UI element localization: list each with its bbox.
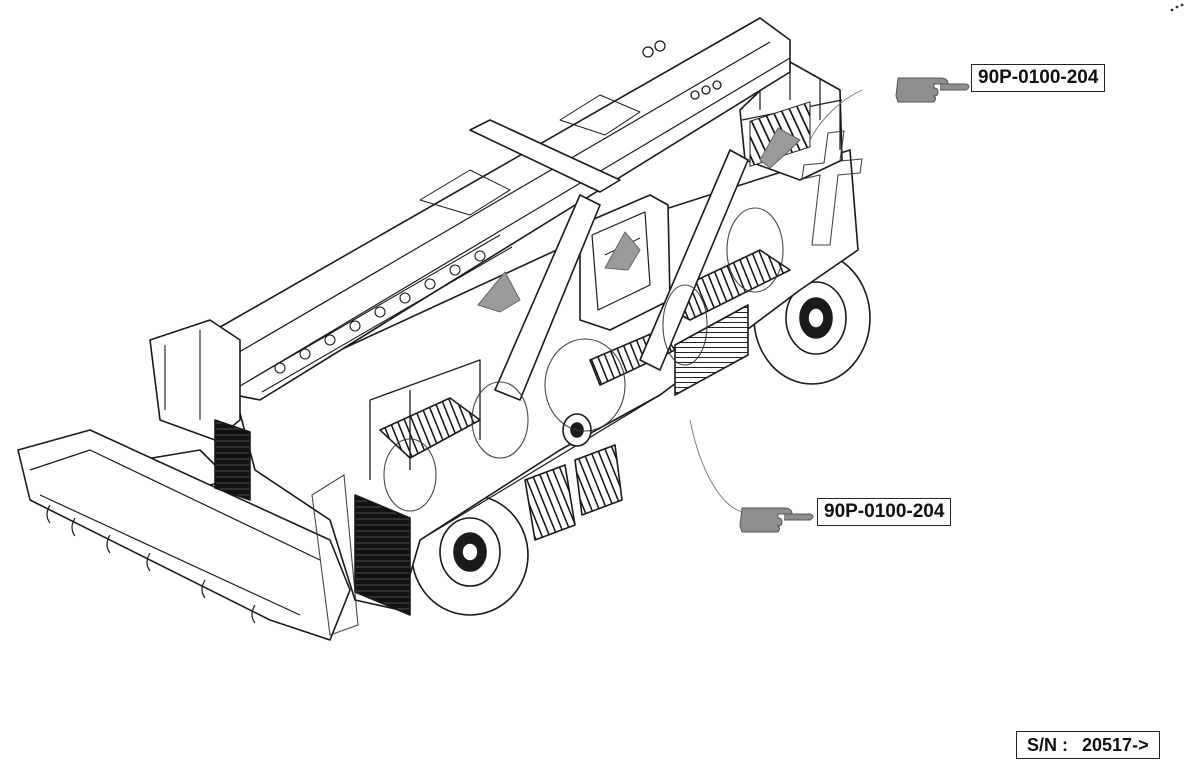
pointing-hand-icon: [895, 77, 970, 103]
serial-value: 20517->: [1082, 735, 1149, 755]
part-number-callout-top: 90P-0100-204: [971, 64, 1106, 92]
counterweight-grille-left: [214, 419, 251, 501]
cable-chain: [249, 234, 513, 393]
pointing-hand-icon: [739, 507, 814, 533]
part-number-callout-bottom: 90P-0100-204: [817, 498, 952, 526]
walkway-railing: [369, 359, 481, 480]
serial-number-box: S/N : 20517->: [1016, 731, 1160, 759]
boom-holes: [642, 40, 722, 100]
access-steps: [524, 444, 623, 541]
lifting-arrows: [477, 127, 801, 313]
registration-mark-icon: [1170, 3, 1184, 12]
cross-beam: [469, 119, 621, 193]
lift-cylinder-right: [639, 149, 749, 371]
twistlocks: [46, 504, 256, 624]
serial-prefix: S/N :: [1027, 735, 1069, 755]
reach-stacker-illustration: [17, 17, 871, 641]
spreader-frame: [17, 429, 351, 641]
spreader-head: [149, 319, 241, 441]
side-vent: [674, 304, 749, 396]
lift-cylinder-left: [494, 194, 601, 401]
leader-lines: [689, 89, 863, 513]
watermark: [311, 130, 863, 636]
counterweight-grille-front: [354, 494, 411, 616]
